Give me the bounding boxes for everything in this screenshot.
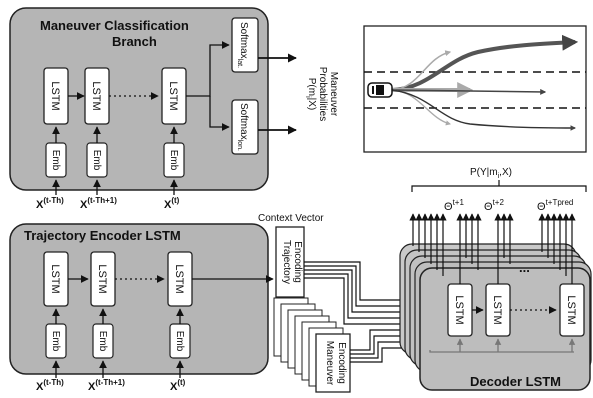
output-probability-label: P(Y|mi,X) xyxy=(470,167,512,180)
decoder-ellipsis: ... xyxy=(519,260,530,275)
softmax-lat-box: Softmaxlat. xyxy=(232,18,258,72)
maneuver-input-1: X(t-Th) xyxy=(36,196,64,211)
svg-text:LSTM: LSTM xyxy=(49,81,61,110)
encoder-emb-3: Emb xyxy=(170,324,190,358)
maneuver-emb-2: Emb xyxy=(87,143,107,177)
svg-text:Emb: Emb xyxy=(50,150,61,171)
encoder-panel: Trajectory Encoder LSTM LSTM LSTM LSTM E… xyxy=(10,224,268,374)
svg-text:Probabilities: Probabilities xyxy=(317,67,328,121)
encoder-emb-1: Emb xyxy=(46,324,66,358)
encoder-lstm-3: LSTM xyxy=(168,252,192,306)
svg-text:Emb: Emb xyxy=(174,331,185,352)
svg-text:LSTM: LSTM xyxy=(453,295,465,324)
svg-text:Encoding: Encoding xyxy=(292,241,303,283)
svg-text:Emb: Emb xyxy=(91,150,102,171)
maneuver-emb-3: Emb xyxy=(164,143,184,177)
decoder-title: Decoder LSTM xyxy=(470,374,561,389)
encoder-title: Trajectory Encoder LSTM xyxy=(24,228,181,243)
svg-text:LSTM: LSTM xyxy=(90,81,102,110)
context-vector-label: Context Vector xyxy=(258,213,324,224)
svg-text:Trajectory: Trajectory xyxy=(281,240,292,284)
encoder-input-3: X(t) xyxy=(170,378,186,393)
car-icon xyxy=(368,83,392,97)
theta-t2: Θt+2 xyxy=(484,198,504,213)
maneuver-branch-panel: Maneuver Classification Branch LSTM LSTM… xyxy=(10,8,268,190)
encoder-emb-2: Emb xyxy=(93,324,113,358)
svg-text:LSTM: LSTM xyxy=(565,295,577,324)
maneuver-lstm-3: LSTM xyxy=(162,68,186,124)
theta-tpred: Θt+Tpred xyxy=(537,198,573,213)
svg-text:Emb: Emb xyxy=(97,331,108,352)
svg-text:LSTM: LSTM xyxy=(49,264,61,293)
decoder-lstm-1: LSTM xyxy=(448,284,472,336)
svg-text:LSTM: LSTM xyxy=(167,81,179,110)
svg-text:LSTM: LSTM xyxy=(173,264,185,293)
output-bracket xyxy=(412,180,586,192)
decoder-lstm-2: LSTM xyxy=(486,284,510,336)
maneuver-branch-title-line1: Maneuver Classification xyxy=(40,18,189,33)
svg-text:Emb: Emb xyxy=(50,331,61,352)
maneuver-branch-title-line2: Branch xyxy=(112,34,157,49)
encoder-lstm-1: LSTM xyxy=(44,252,68,306)
svg-text:Maneuver: Maneuver xyxy=(324,341,335,386)
maneuver-encoding-stack: Maneuver Encoding xyxy=(274,298,350,392)
svg-text:P(mi|X): P(mi|X) xyxy=(304,78,317,111)
maneuver-lstm-2: LSTM xyxy=(85,68,109,124)
svg-text:LSTM: LSTM xyxy=(491,295,503,324)
maneuver-input-2: X(t-Th+1) xyxy=(80,196,117,211)
maneuver-emb-1: Emb xyxy=(46,143,66,177)
maneuver-input-3: X(t) xyxy=(164,196,180,211)
encoder-lstm-2: LSTM xyxy=(91,252,115,306)
encoder-input-2: X(t-Th+1) xyxy=(88,378,125,393)
svg-text:LSTM: LSTM xyxy=(96,264,108,293)
theta-t1: Θt+1 xyxy=(444,198,464,213)
maneuver-lstm-1: LSTM xyxy=(44,68,68,124)
softmax-lon-box: Softmaxlon. xyxy=(232,100,258,154)
maneuver-probabilities-label: Maneuver Probabilities P(mi|X) xyxy=(304,67,339,121)
trajectory-encoding-box: Trajectory Encoding xyxy=(276,227,304,297)
svg-text:Emb: Emb xyxy=(168,150,179,171)
decoder-lstm-3: LSTM xyxy=(560,284,584,336)
encoder-input-1: X(t-Th) xyxy=(36,378,64,393)
svg-text:Encoding: Encoding xyxy=(336,342,347,384)
road-scene-panel xyxy=(364,26,586,152)
svg-text:Maneuver: Maneuver xyxy=(328,72,339,117)
